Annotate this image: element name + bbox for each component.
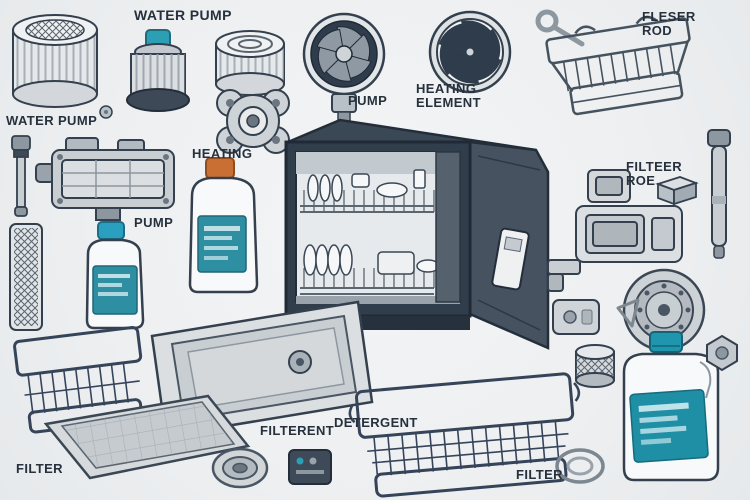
flat-filter-column-icon (9, 223, 43, 331)
label-pump-mid: PUMP (134, 215, 174, 230)
filter-cartridge-large-icon (12, 14, 98, 108)
drain-tray-icon (43, 394, 251, 480)
sensor-rod-icon (11, 135, 31, 217)
pump-cover-strainer-icon (622, 268, 706, 352)
label-filterent: FILTERENT (260, 423, 335, 438)
wire-basket-top-right-icon (545, 15, 691, 116)
dispenser-panel-icon (491, 227, 530, 291)
knurled-cylinder-icon (575, 344, 615, 388)
control-module-icon (288, 449, 332, 485)
key-handle-icon (535, 9, 585, 47)
label-filteer-roe: FILTEER ROE (626, 159, 682, 189)
small-connector-box-icon (655, 176, 699, 206)
label-heating-element: HEATING ELEMENT (416, 81, 481, 111)
label-filter-bottom-left: FILTER (16, 461, 63, 476)
label-detergent: DETERGENT (334, 415, 418, 430)
bolt-small-icon (99, 105, 113, 119)
small-gasket-icon (555, 448, 605, 484)
label-pump-top: PUMP (348, 93, 388, 108)
molded-panels-icon (575, 169, 683, 263)
label-water-pump-top: WATER PUMP (134, 7, 232, 23)
mounting-bracket-icon (547, 259, 581, 292)
detergent-bottle-orange-cap-icon (188, 157, 259, 294)
water-pump-assembly-icon (35, 137, 175, 221)
fan-wheel-icon (428, 10, 512, 94)
dishwasher-open-icon (284, 118, 550, 350)
wire-basket-center-icon (348, 372, 581, 498)
detergent-jug-icon (622, 331, 720, 482)
metal-rod-icon (707, 129, 731, 259)
mounting-plate-icon (216, 89, 290, 154)
label-heating: HEATING (192, 146, 253, 161)
label-water-pump-left: WATER PUMP (6, 113, 98, 128)
pump-with-cap-icon (126, 29, 190, 112)
rubber-seal-ring-icon (211, 447, 269, 489)
impeller-fan-icon (302, 12, 386, 123)
wire-clip-icon (616, 298, 640, 328)
spare-block-icon (552, 299, 600, 335)
label-filter-bottom-center: FILTER (516, 467, 563, 482)
label-fleser-rod: FLESER ROD (642, 9, 696, 39)
detergent-bottle-blue-cap-icon (85, 221, 145, 330)
filter-cartridge-spiral-icon (215, 30, 285, 96)
hex-nut-icon (706, 334, 738, 372)
